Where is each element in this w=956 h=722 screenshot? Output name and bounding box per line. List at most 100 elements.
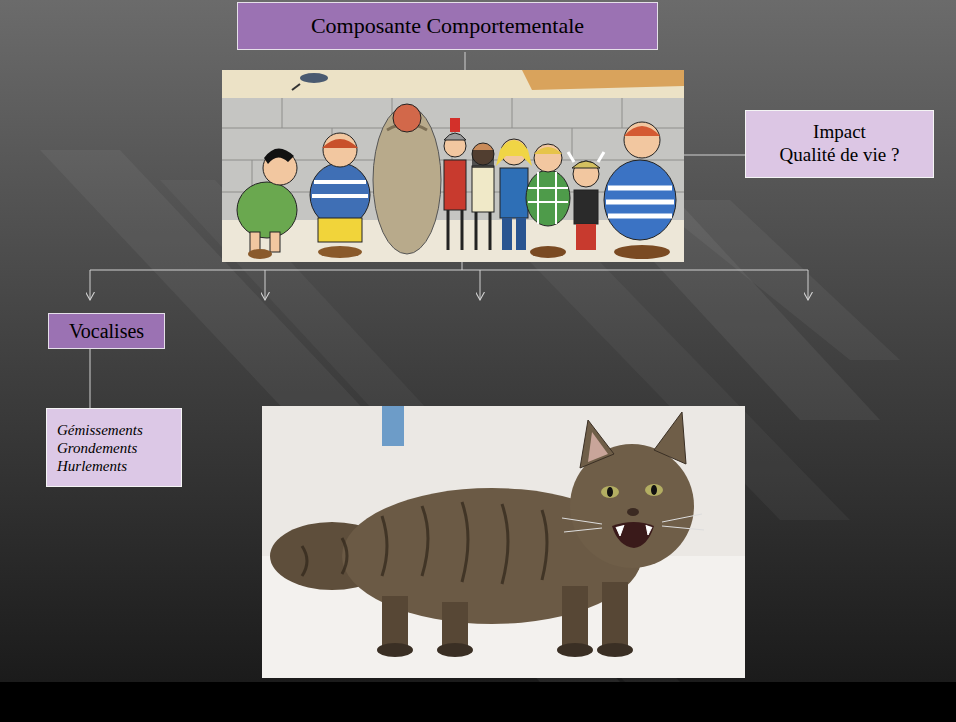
tree-lines-part	[462, 262, 463, 270]
cat-photo-part-part	[462, 502, 468, 582]
cat-photo-part	[377, 643, 413, 657]
cat-photo-part-part	[542, 510, 547, 580]
tree-lines	[90, 52, 808, 300]
title-box: Composante Comportementale	[237, 2, 658, 50]
cat-photo-part	[601, 486, 619, 498]
character-part	[444, 160, 466, 210]
tree-lines-part	[90, 270, 808, 271]
character-part	[598, 152, 604, 162]
cat-photo-part-part	[382, 516, 387, 576]
cat-photo	[262, 406, 745, 678]
tree-lines-part	[90, 270, 91, 300]
diagonal-stripes	[40, 150, 900, 682]
tree-lines-part	[465, 52, 466, 70]
tree-lines-part	[265, 270, 266, 300]
cat-photo-part-part	[562, 518, 602, 524]
cat-photo-part	[597, 643, 633, 657]
character-part	[322, 139, 358, 148]
character-part	[576, 224, 596, 250]
character-part	[489, 212, 492, 250]
comic-illustration-part	[522, 70, 684, 90]
character-part	[500, 168, 528, 218]
cat-photo-part-part	[422, 506, 428, 576]
character-part	[573, 161, 599, 187]
character-part	[528, 172, 568, 224]
node-text: Gémissements	[57, 421, 143, 439]
list-box: GémissementsGrondementsHurlements	[46, 408, 182, 487]
character-part	[574, 190, 598, 224]
flying-object-part	[300, 73, 328, 83]
character-part	[534, 147, 562, 154]
character-part	[318, 246, 362, 258]
cat-photo-part	[616, 525, 652, 536]
tree-lines-part	[480, 270, 481, 300]
character-part	[447, 210, 450, 250]
character-part	[475, 212, 478, 250]
character-part	[606, 188, 674, 216]
background-part	[0, 682, 956, 722]
cat-photo-part	[654, 412, 686, 464]
character-part	[264, 148, 294, 164]
character-part	[310, 163, 370, 227]
comic-illustration-part-part	[512, 98, 513, 128]
diagonal-stripes-part	[650, 200, 900, 360]
cat-photo-part	[588, 432, 608, 462]
tree-lines-part	[684, 155, 745, 156]
cat-photo-part-part	[564, 528, 602, 532]
character-part	[624, 126, 660, 136]
cat-photo-part-part	[662, 514, 702, 522]
comic-illustration-part-part	[622, 98, 623, 128]
character-part	[534, 144, 562, 172]
cat-photo-part	[382, 596, 408, 648]
character-part	[472, 166, 494, 212]
cat-photo-part	[382, 406, 404, 446]
cat-photo-part	[262, 406, 745, 678]
node-text: Hurlements	[57, 457, 127, 475]
character-part	[323, 133, 357, 167]
character-part	[572, 161, 600, 168]
cat-photo-part	[645, 484, 663, 496]
cat-photo-part	[607, 487, 613, 497]
cat-photo-part	[442, 602, 468, 648]
cat-photo-part	[557, 643, 593, 657]
cat-photo-part	[437, 643, 473, 657]
cat-photo-part	[302, 502, 547, 584]
cat-photo-part	[612, 522, 654, 548]
cat-photo-part-part	[302, 546, 307, 576]
cat-photo-part-part	[662, 526, 704, 530]
character	[604, 122, 676, 259]
character-part	[516, 218, 526, 250]
character	[373, 104, 441, 254]
character-part	[568, 152, 574, 162]
character-part	[614, 245, 670, 259]
node-text: Vocalises	[69, 319, 144, 343]
character-part	[314, 180, 366, 184]
flying-object	[292, 73, 328, 90]
character-part	[312, 194, 368, 198]
character-part	[530, 246, 566, 258]
character	[568, 152, 604, 250]
cat-photo-part-part	[342, 538, 347, 574]
background-part	[0, 0, 956, 682]
character-part	[270, 232, 280, 252]
cat-photo-part	[562, 586, 588, 648]
cat-photo-part	[651, 485, 657, 495]
character-part	[444, 133, 466, 140]
node-text: Grondements	[57, 439, 137, 457]
character-part	[604, 160, 676, 240]
character-part	[526, 170, 570, 226]
character-part	[624, 122, 660, 158]
character-part	[496, 140, 532, 166]
character-part	[450, 118, 460, 132]
flying-object-part	[292, 84, 300, 90]
cat-photo-part	[602, 582, 628, 648]
character	[310, 133, 370, 258]
cat-photo-part	[627, 508, 639, 516]
cat-photo-part	[580, 420, 614, 468]
character-part	[248, 249, 272, 259]
character-part	[393, 104, 421, 132]
